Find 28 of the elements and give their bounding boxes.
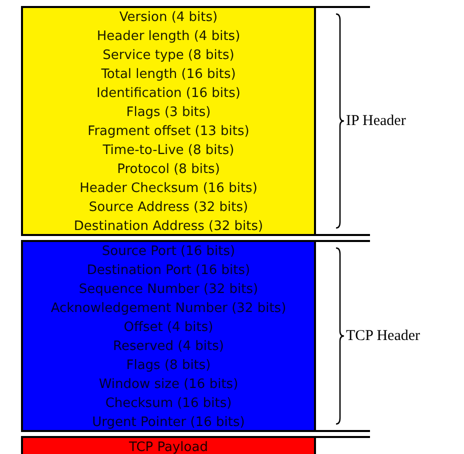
field-label: Service type (8 bits) bbox=[102, 47, 234, 65]
field-label: Flags (3 bits) bbox=[126, 104, 211, 122]
field-label: Checksum (16 bits) bbox=[105, 395, 232, 413]
field-label: Destination Address (32 bits) bbox=[74, 218, 264, 236]
field-label: TCP Payload bbox=[129, 439, 208, 454]
field-label: Source Address (32 bits) bbox=[88, 199, 248, 217]
field-label: Time-to-Live (8 bits) bbox=[102, 142, 234, 160]
field-label: Destination Port (16 bits) bbox=[86, 262, 250, 280]
field-label: Version (4 bits) bbox=[119, 9, 218, 27]
field-label: Reserved (4 bits) bbox=[113, 338, 224, 356]
field-label: Header Checksum (16 bits) bbox=[80, 180, 258, 198]
field-label: Flags (8 bits) bbox=[126, 357, 211, 375]
field-label: Source Port (16 bits) bbox=[102, 243, 236, 261]
section-label: TCP Header bbox=[346, 327, 420, 345]
field-label: Total length (16 bits) bbox=[101, 66, 236, 84]
section-label: IP Header bbox=[346, 112, 406, 130]
field-label: Protocol (8 bits) bbox=[117, 161, 220, 179]
field-label: Identification (16 bits) bbox=[96, 85, 240, 103]
header-block bbox=[21, 6, 316, 236]
header-block bbox=[21, 240, 316, 432]
field-label: Urgent Pointer (16 bits) bbox=[92, 414, 245, 432]
field-label: Offset (4 bits) bbox=[124, 319, 214, 337]
header-block bbox=[21, 436, 316, 454]
field-label: Header length (4 bits) bbox=[96, 28, 240, 46]
field-label: Sequence Number (32 bits) bbox=[78, 281, 258, 299]
field-label: Acknowledgement Number (32 bits) bbox=[50, 300, 286, 318]
field-label: Window size (16 bits) bbox=[98, 376, 238, 394]
field-label: Fragment offset (13 bits) bbox=[88, 123, 250, 141]
